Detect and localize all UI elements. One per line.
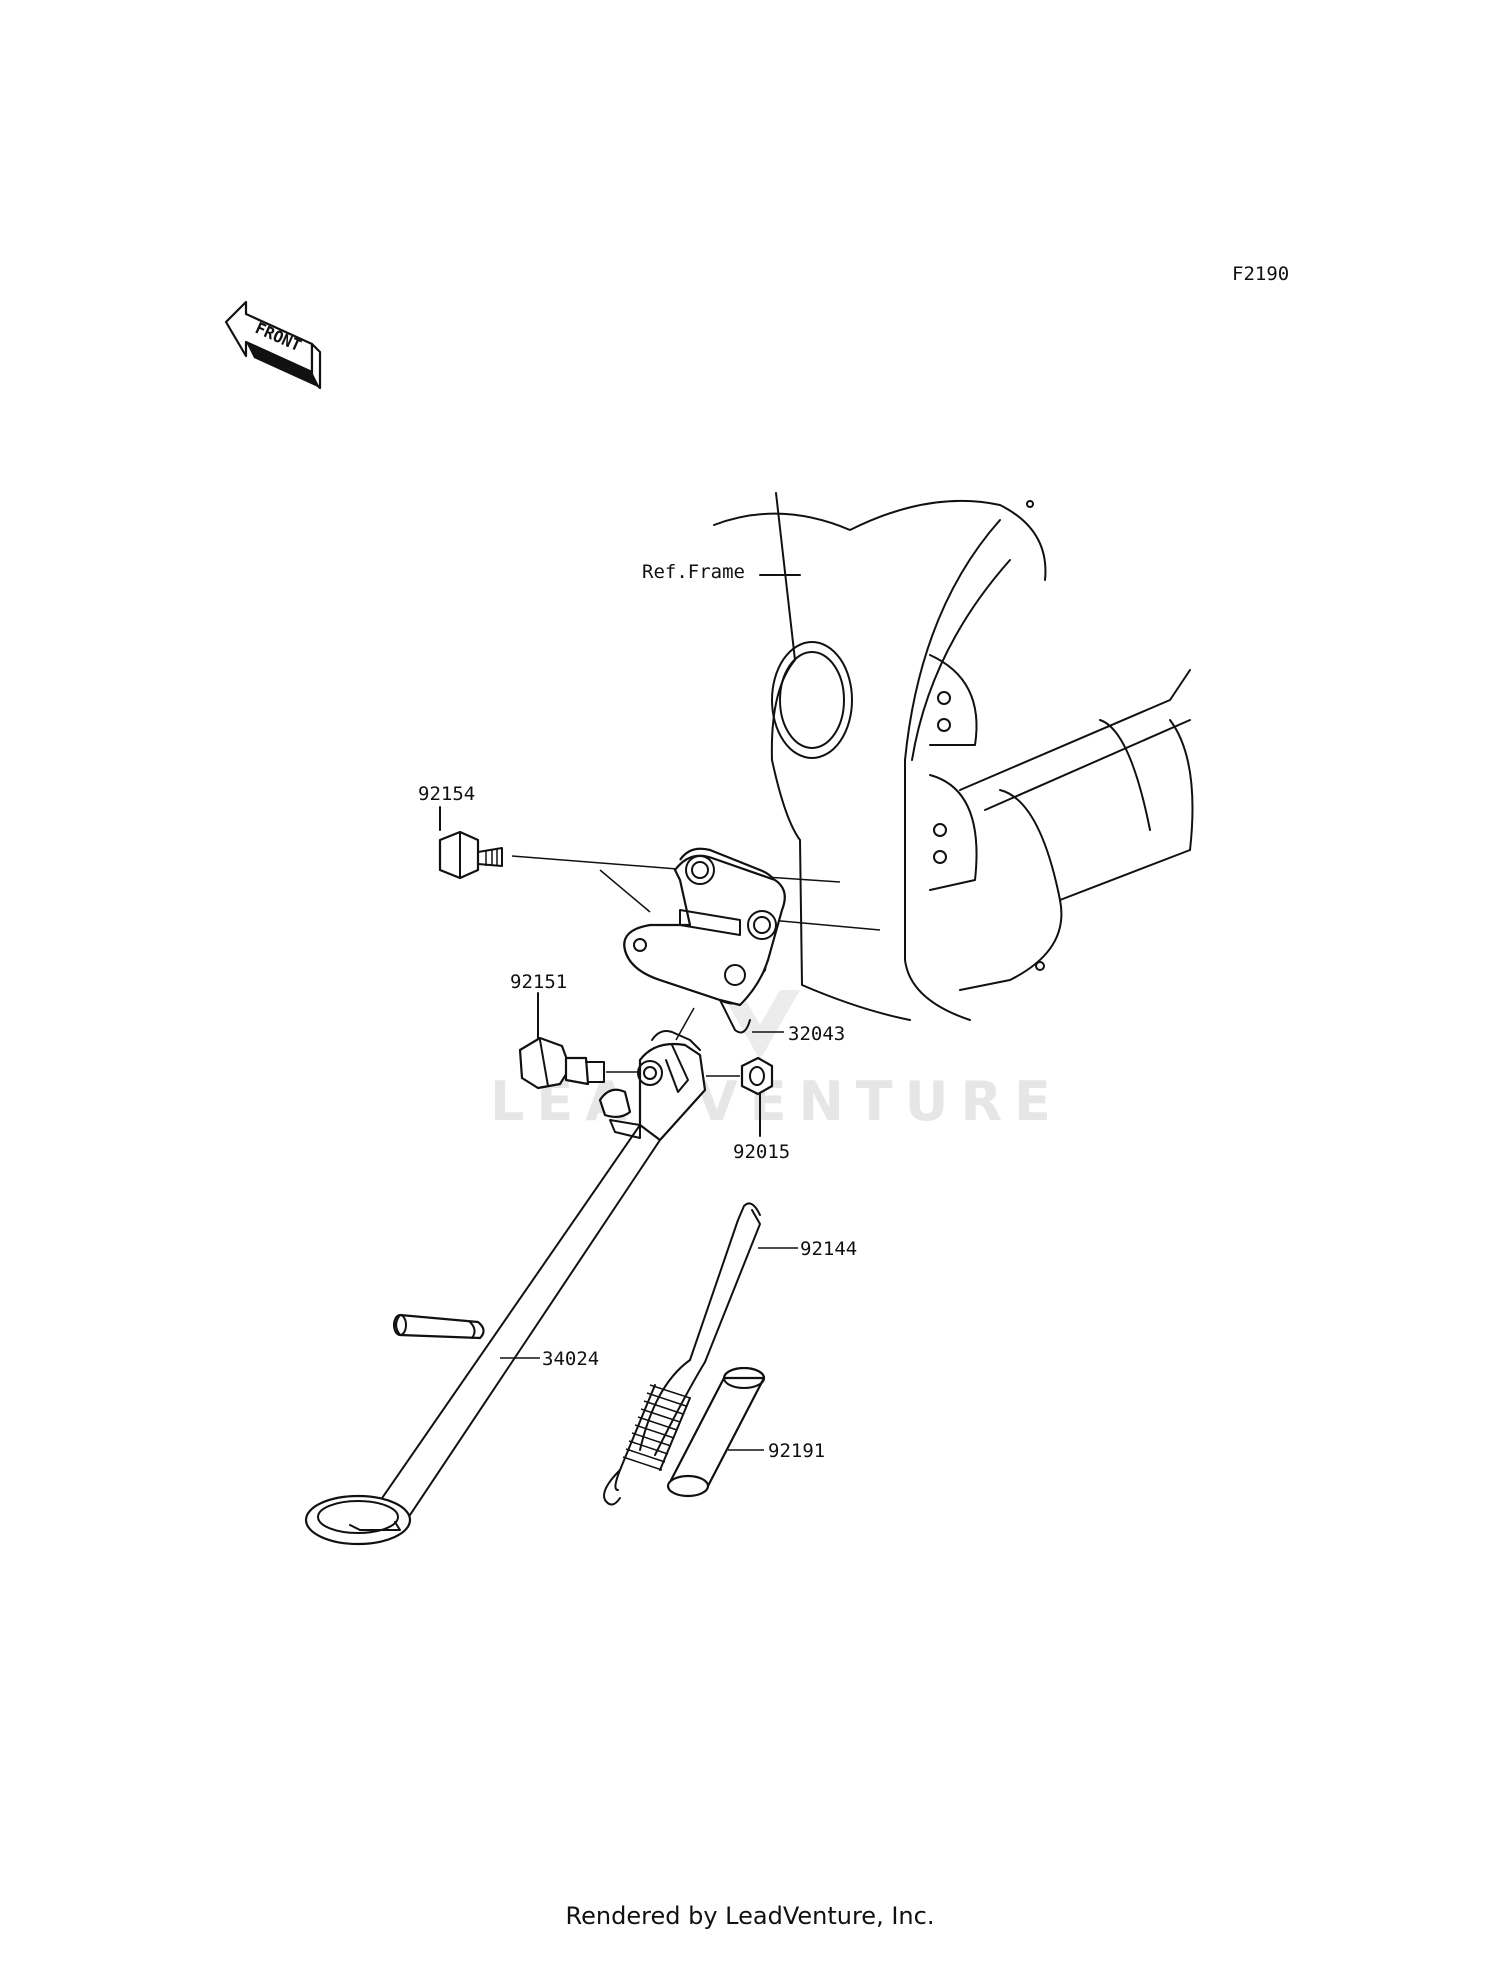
label-92154: 92154 — [418, 783, 475, 805]
tube-92191[interactable] — [666, 1366, 766, 1498]
ref-frame-label: Ref.Frame — [642, 561, 745, 583]
nut-92015[interactable] — [740, 1056, 774, 1096]
frame-reference — [713, 492, 1194, 1021]
bolt-92151[interactable] — [518, 1036, 605, 1090]
watermark-logo — [720, 990, 800, 1060]
footer-credit: Rendered by LeadVenture, Inc. — [565, 1902, 935, 1930]
bolt-92154[interactable] — [438, 830, 503, 880]
bracket-32043[interactable] — [623, 847, 786, 1034]
label-34024: 34024 — [542, 1348, 599, 1370]
label-92151: 92151 — [510, 971, 567, 993]
label-92015: 92015 — [733, 1141, 790, 1163]
label-92191: 92191 — [768, 1440, 825, 1462]
spring-92144[interactable] — [603, 1202, 761, 1506]
label-92144: 92144 — [800, 1238, 857, 1260]
side-stand-34024[interactable] — [304, 1030, 707, 1546]
front-arrow-icon: FRONT — [224, 300, 322, 390]
label-32043: 32043 — [788, 1023, 845, 1045]
diagram-code: F2190 — [1232, 263, 1289, 285]
